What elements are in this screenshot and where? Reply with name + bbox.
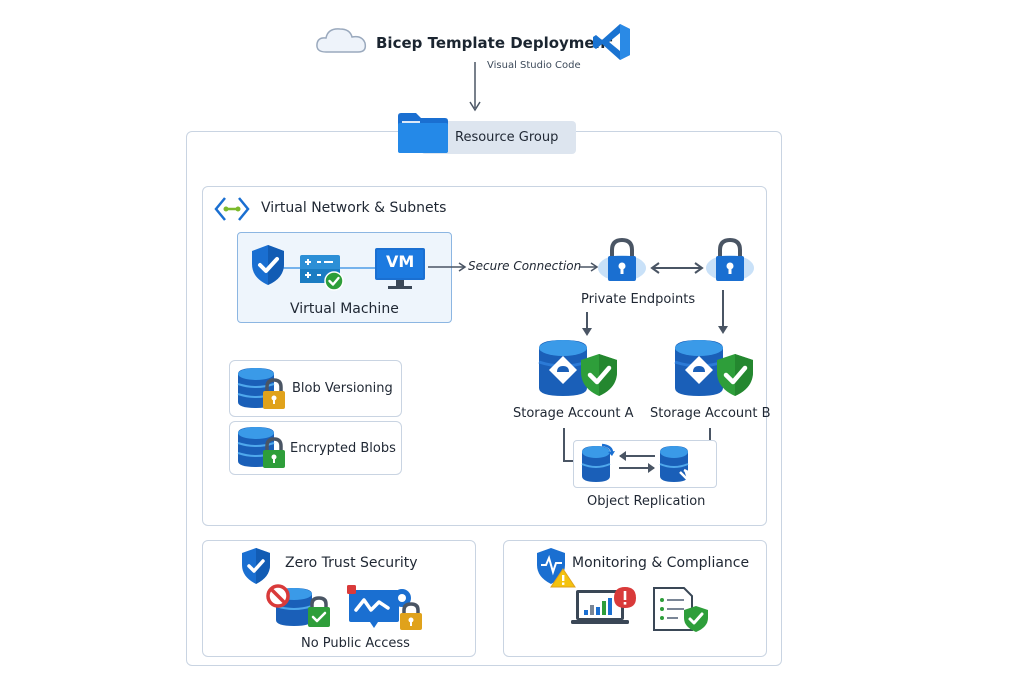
no-public-access-label: No Public Access: [301, 636, 410, 651]
object-replication-label: Object Replication: [587, 494, 706, 509]
vnet-title: Virtual Network & Subnets: [261, 200, 447, 216]
source-blob-icon: [581, 443, 615, 482]
vm-screen-text: VM: [386, 252, 415, 271]
deploy-arrow: [469, 62, 481, 112]
zero-trust-title: Zero Trust Security: [285, 555, 418, 571]
endpoint-to-storage-a-arrow: [582, 312, 592, 336]
shield-check-icon: [252, 245, 284, 285]
no-public-access-database-icon: [266, 584, 330, 627]
private-endpoint-lock-icon-a[interactable]: [596, 236, 648, 284]
secure-connection-label: Secure Connection: [468, 259, 582, 273]
vnet-icon: [214, 197, 250, 221]
private-endpoint-lock-icon-b[interactable]: [704, 236, 756, 284]
cloud-icon: [316, 28, 367, 53]
bidirectional-arrow: [650, 262, 704, 274]
analytics-laptop-alert-icon: [571, 587, 636, 624]
virtual-machine-label: Virtual Machine: [290, 301, 399, 317]
replication-arrows: [619, 451, 655, 473]
blob-versioning-label: Blob Versioning: [292, 381, 393, 396]
monitoring-shield-warning-icon: [537, 548, 576, 588]
resource-group-header: Resource Group: [396, 112, 578, 156]
folder-icon: [398, 113, 448, 153]
header: Bicep Template Deployment: [312, 18, 642, 78]
zero-trust-shield-icon: [242, 548, 270, 584]
nsg-icon: [300, 255, 344, 291]
compliance-report-icon: [653, 587, 708, 632]
network-monitor-lock-icon: [347, 585, 422, 630]
blob-versioning-database-lock-icon: [237, 368, 285, 409]
private-endpoints-label: Private Endpoints: [581, 292, 696, 307]
destination-blob-icon: [659, 446, 694, 483]
secure-connection-arrow-2: [580, 262, 599, 272]
storage-account-a-label: Storage Account A: [513, 406, 634, 421]
resource-group-label: Resource Group: [455, 130, 559, 145]
secure-connection-arrow: [428, 262, 467, 272]
encrypted-blobs-database-lock-icon: [237, 427, 285, 468]
monitor-icon: [375, 248, 425, 289]
vscode-icon: [593, 24, 630, 60]
monitoring-title: Monitoring & Compliance: [572, 555, 750, 571]
storage-account-b-label: Storage Account B: [650, 406, 771, 421]
encrypted-blobs-label: Encrypted Blobs: [290, 441, 396, 456]
storage-account-a-icon[interactable]: [537, 338, 619, 400]
endpoint-to-storage-b-arrow: [718, 290, 728, 334]
deployment-title: Bicep Template Deployment: [376, 34, 613, 52]
vscode-label: Visual Studio Code: [487, 60, 581, 71]
storage-account-b-icon[interactable]: [673, 338, 755, 400]
